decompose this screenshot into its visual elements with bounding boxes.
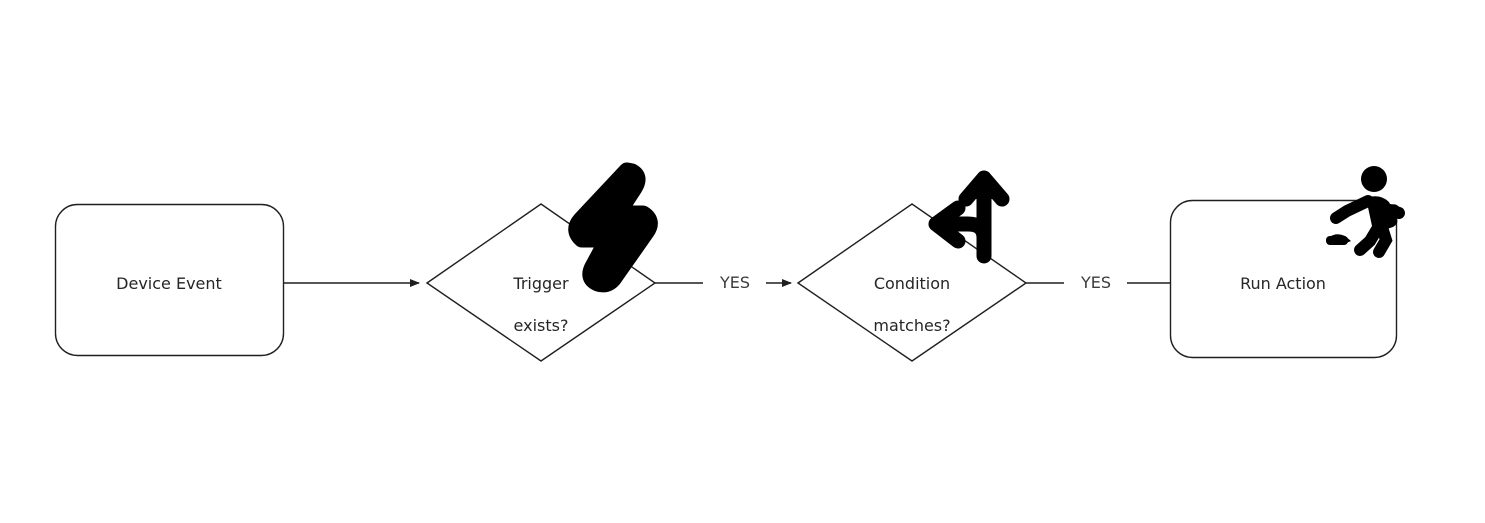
- node-device-event[interactable]: [54, 203, 285, 357]
- branch-arrow-icon: [928, 170, 1010, 264]
- node-condition-matches[interactable]: [796, 203, 1028, 362]
- lightning-bolt-icon: [568, 162, 658, 293]
- node-run-action[interactable]: [1169, 199, 1398, 359]
- running-person-icon: [1326, 166, 1405, 258]
- edge-label-trigger-to-condition: YES: [719, 273, 751, 292]
- edge-label-condition-to-action: YES: [1080, 273, 1112, 292]
